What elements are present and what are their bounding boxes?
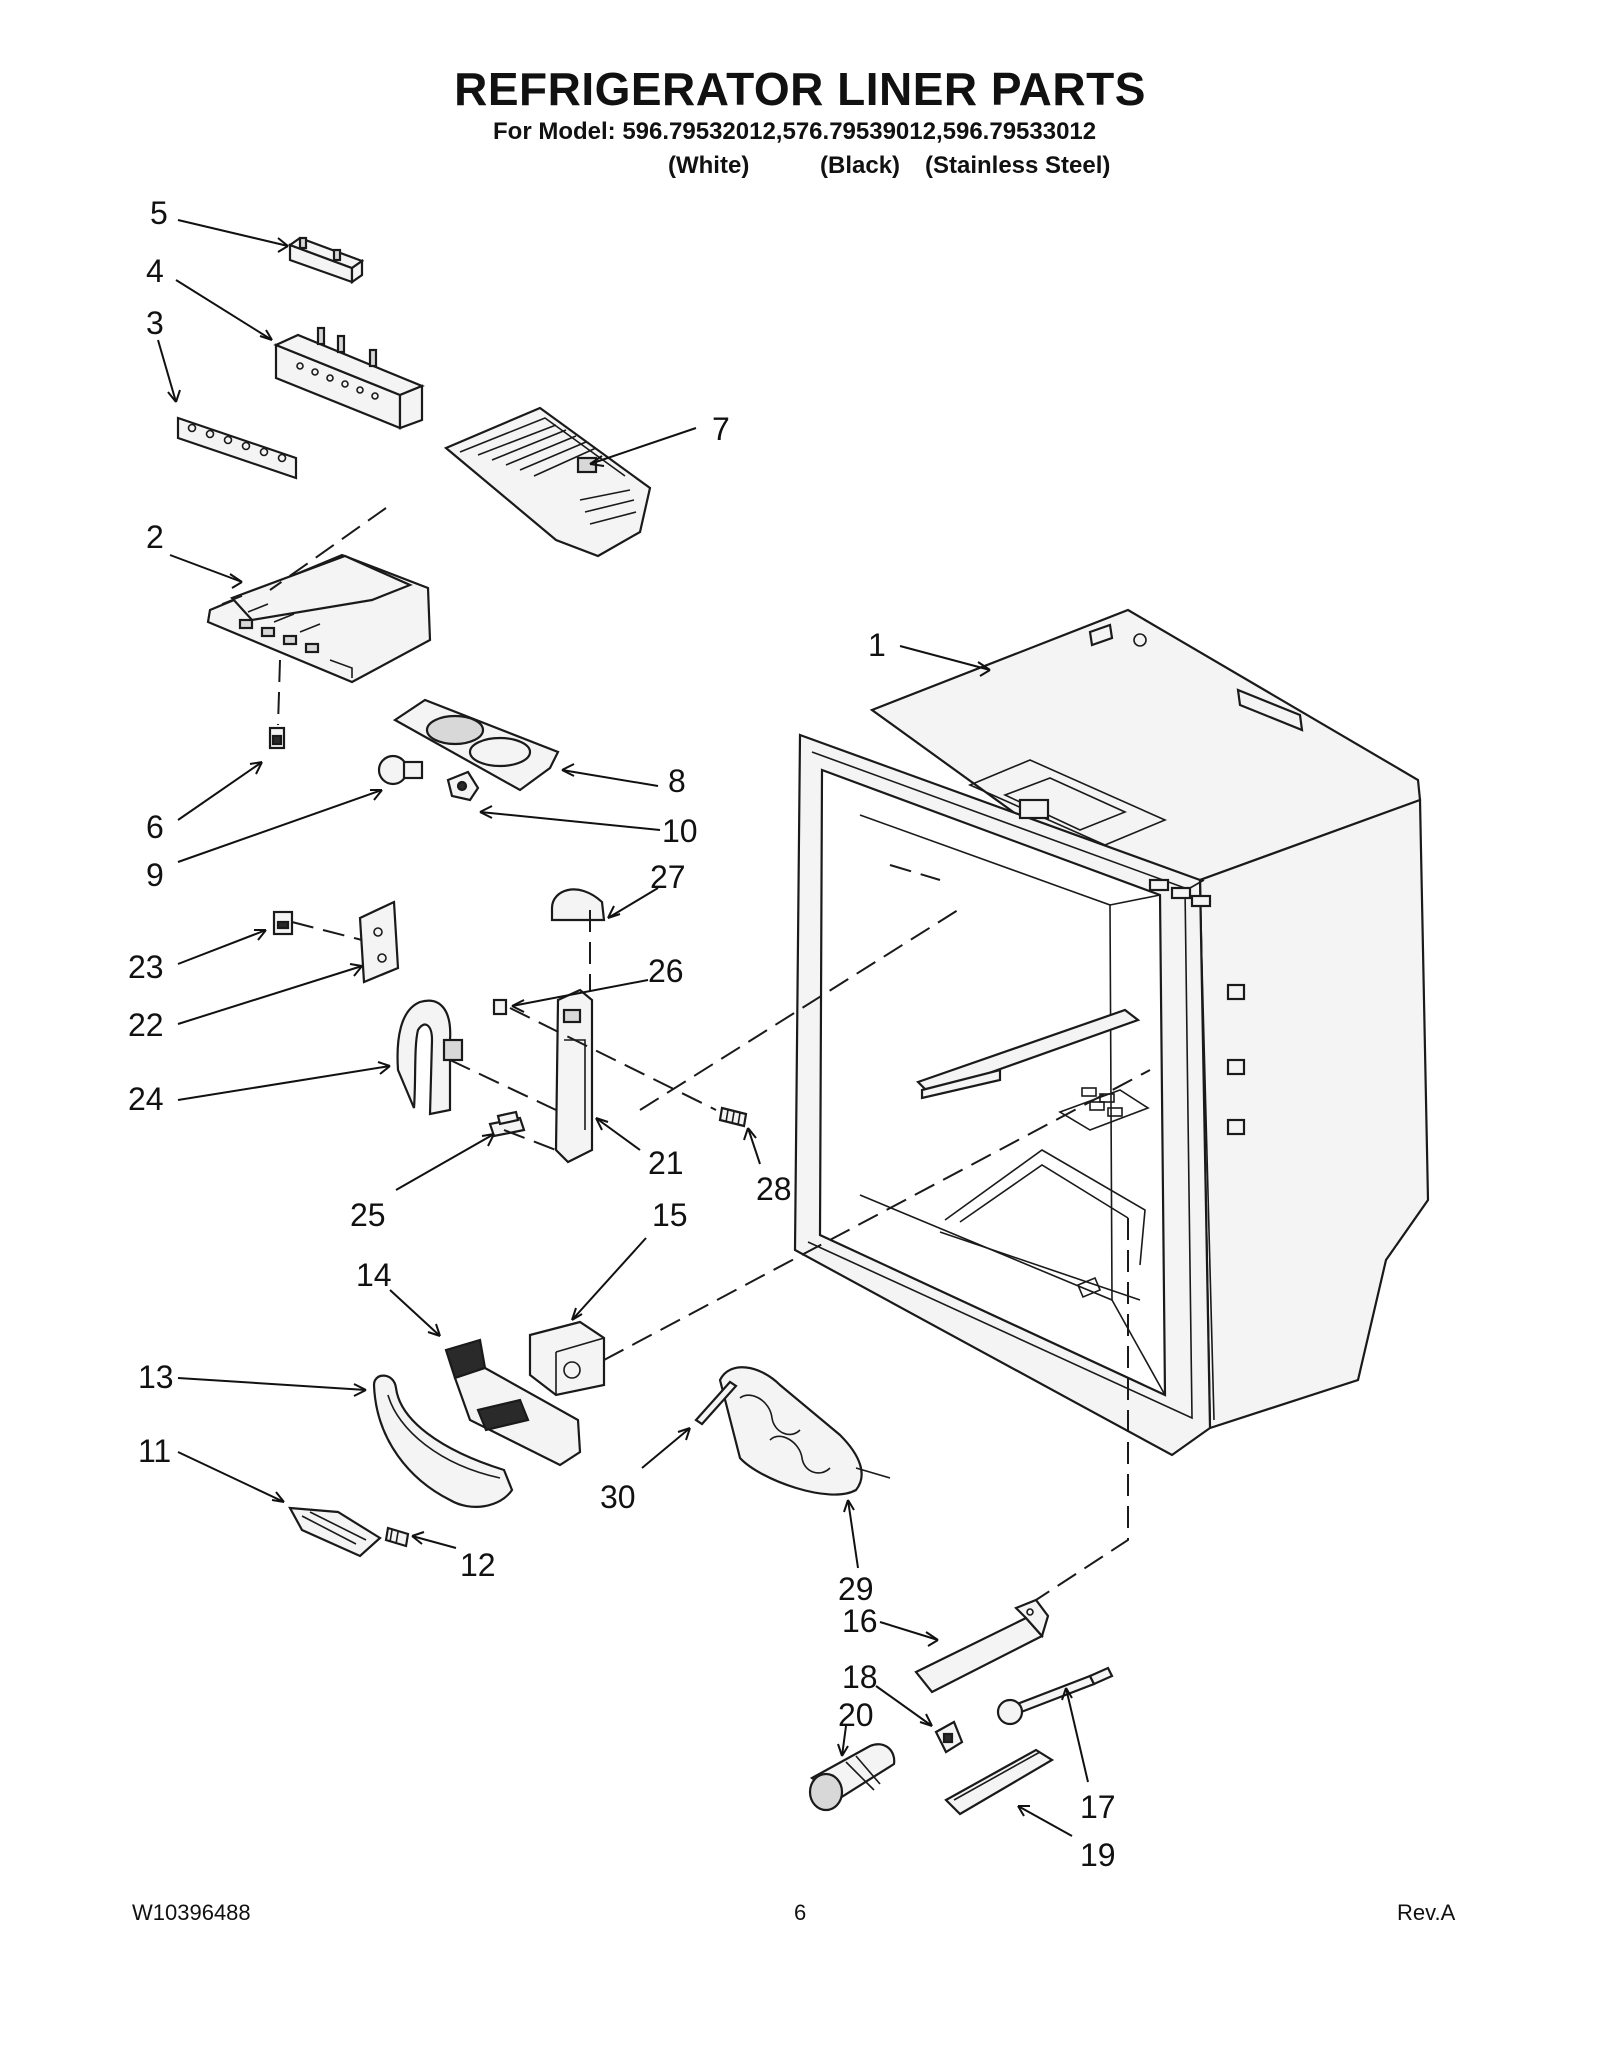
part-22 bbox=[358, 900, 400, 984]
callout-5: 5 bbox=[150, 195, 168, 231]
part-5 bbox=[287, 236, 365, 285]
part-12-screw bbox=[384, 1526, 410, 1548]
callout-4: 4 bbox=[146, 253, 164, 289]
variant-black: (Black) bbox=[820, 152, 901, 179]
page-title: REFRIGERATOR LINER PARTS bbox=[454, 63, 1146, 115]
part-29-tubing bbox=[718, 1366, 891, 1496]
part-19 bbox=[944, 1748, 1055, 1816]
callout-16: 16 bbox=[842, 1603, 878, 1639]
callout-labels: 1 2 3 4 5 6 7 8 9 10 11 12 13 14 15 16 1… bbox=[128, 195, 1116, 1873]
part-17 bbox=[996, 1666, 1114, 1726]
callout-23: 23 bbox=[128, 949, 164, 985]
part-9-bulb bbox=[377, 754, 424, 786]
callout-21: 21 bbox=[648, 1145, 684, 1181]
callout-29: 29 bbox=[838, 1571, 874, 1607]
callout-3: 3 bbox=[146, 305, 164, 341]
part-13 bbox=[372, 1374, 514, 1508]
callout-7: 7 bbox=[712, 411, 730, 447]
part-14 bbox=[444, 1338, 582, 1467]
doc-number: W10396488 bbox=[132, 1900, 251, 1925]
callout-20: 20 bbox=[838, 1697, 874, 1733]
part-27 bbox=[550, 888, 606, 922]
part-6 bbox=[268, 726, 286, 750]
callout-19: 19 bbox=[1080, 1837, 1116, 1873]
part-3 bbox=[176, 416, 298, 480]
part-26 bbox=[492, 998, 508, 1016]
callout-30: 30 bbox=[600, 1479, 636, 1515]
part-8 bbox=[392, 698, 560, 792]
part-30 bbox=[694, 1380, 738, 1426]
part-23 bbox=[272, 910, 294, 936]
model-line: For Model: 596.79532012,576.79539012,596… bbox=[493, 118, 1097, 145]
part-21 bbox=[554, 988, 594, 1164]
callout-1: 1 bbox=[868, 627, 886, 663]
callout-8: 8 bbox=[668, 763, 686, 799]
variant-white: (White) bbox=[668, 152, 750, 179]
callout-9: 9 bbox=[146, 857, 164, 893]
part-28-screw bbox=[718, 1106, 748, 1128]
callout-17: 17 bbox=[1080, 1789, 1116, 1825]
callout-24: 24 bbox=[128, 1081, 164, 1117]
part-20-filter bbox=[808, 1743, 896, 1812]
callout-11: 11 bbox=[138, 1433, 171, 1469]
assembly-dashed-lines bbox=[269, 507, 1151, 1601]
callout-10: 10 bbox=[662, 813, 698, 849]
callout-14: 14 bbox=[356, 1257, 392, 1293]
part-1-liner bbox=[793, 608, 1430, 1457]
callout-12: 12 bbox=[460, 1547, 496, 1583]
callout-15: 15 bbox=[652, 1197, 688, 1233]
part-10-socket bbox=[446, 770, 480, 802]
callout-18: 18 bbox=[842, 1659, 878, 1695]
callout-6: 6 bbox=[146, 809, 164, 845]
callout-2: 2 bbox=[146, 519, 164, 555]
part-25 bbox=[488, 1110, 526, 1138]
part-11 bbox=[288, 1506, 382, 1558]
callout-28: 28 bbox=[756, 1171, 792, 1207]
part-15 bbox=[528, 1320, 606, 1397]
callout-26: 26 bbox=[648, 953, 684, 989]
variant-stainless: (Stainless Steel) bbox=[925, 152, 1111, 179]
part-2 bbox=[206, 553, 432, 684]
part-7 bbox=[443, 406, 652, 558]
part-4 bbox=[273, 326, 425, 430]
page-number: 6 bbox=[794, 1900, 807, 1925]
part-16 bbox=[914, 1598, 1050, 1694]
part-24 bbox=[396, 999, 464, 1116]
revision-label: Rev.A bbox=[1397, 1900, 1456, 1925]
callout-25: 25 bbox=[350, 1197, 386, 1233]
callout-13: 13 bbox=[138, 1359, 174, 1395]
callout-27: 27 bbox=[650, 859, 686, 895]
part-18 bbox=[934, 1720, 964, 1754]
callout-22: 22 bbox=[128, 1007, 164, 1043]
leader-lines bbox=[157, 219, 1089, 1837]
